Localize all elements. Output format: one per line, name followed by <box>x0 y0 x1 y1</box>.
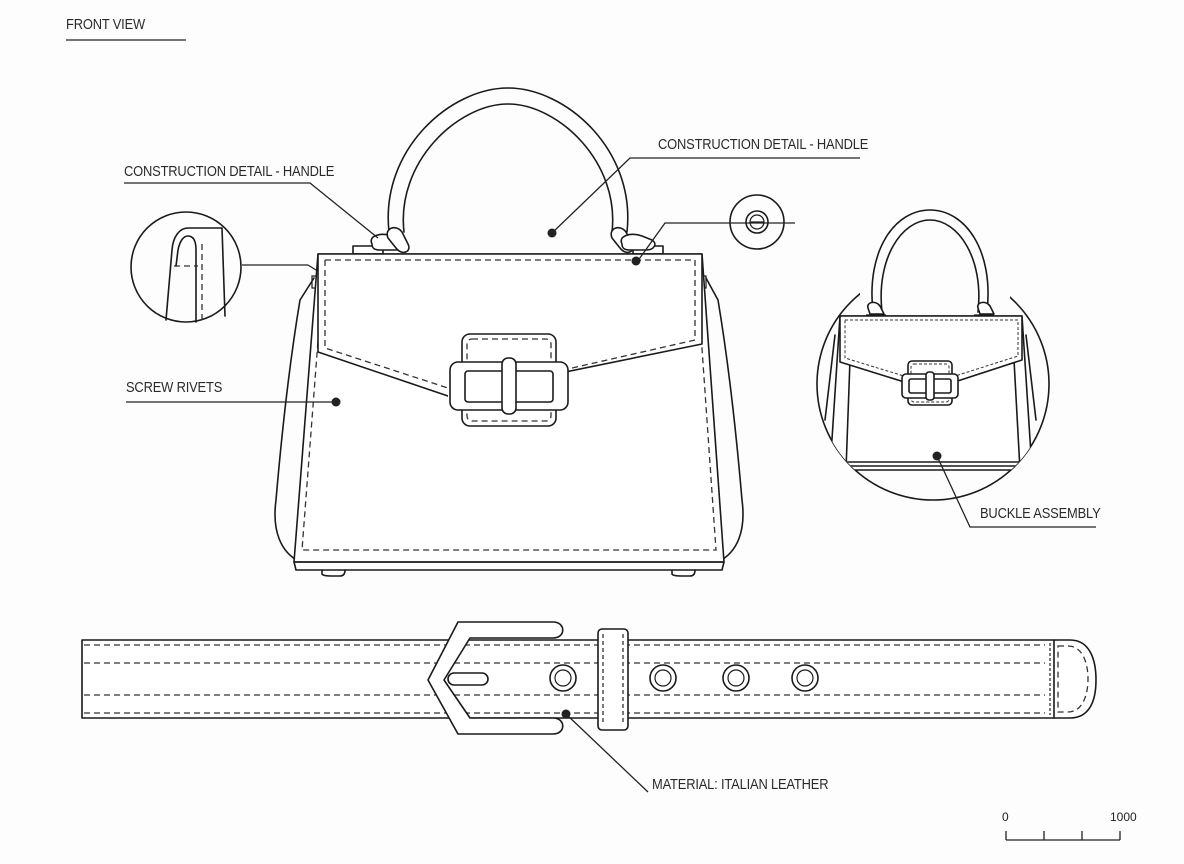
belt-keeper <box>597 628 629 731</box>
belt-strap <box>81 639 1097 719</box>
scale-bar <box>1005 831 1121 841</box>
leader-material <box>565 713 649 793</box>
view-title: FRONT VIEW <box>66 16 146 33</box>
scale-max-label: 1000 <box>1110 810 1137 824</box>
rivet-leader <box>636 222 795 263</box>
handle-loop-detail <box>130 211 317 323</box>
belt-buckle-prong <box>447 672 489 686</box>
belt-eyelet-1 <box>549 664 577 692</box>
belt-eyelet-2 <box>649 664 677 692</box>
belt-eyelet-3 <box>722 664 750 692</box>
flap-stitching <box>324 260 449 389</box>
mini-handle-inner <box>880 219 980 313</box>
callout-label-screw-rivets: SCREW RIVETS <box>126 379 223 396</box>
belt-eyelets <box>549 664 819 692</box>
detail-circle-rivet <box>729 194 785 250</box>
left-gusset <box>274 277 315 563</box>
handle-inner <box>402 103 614 233</box>
belt-tip-stitching <box>1057 645 1089 713</box>
belt-eyelet-4 <box>791 664 819 692</box>
leader-buckle-assembly <box>936 455 1096 528</box>
callout-label-handle-left: CONSTRUCTION DETAIL - HANDLE <box>124 163 335 180</box>
belt-buckle-frame <box>427 621 564 735</box>
callout-dot-screw-rivets <box>331 397 341 407</box>
mini-handle-outer <box>871 209 989 313</box>
handle-chain-right <box>610 226 656 254</box>
buckle-assembly-detail <box>816 200 1096 528</box>
right-gusset <box>705 277 744 563</box>
leader-handle-right <box>551 157 860 234</box>
foot-right <box>671 569 696 577</box>
mini-bag-flap <box>839 315 1023 391</box>
belt <box>81 621 1097 793</box>
buckle-bar <box>501 357 517 415</box>
foot-left <box>321 569 346 577</box>
callout-label-buckle-assembly: BUCKLE ASSEMBLY <box>980 505 1101 522</box>
rivet-outer <box>745 210 769 234</box>
scale-min-label: 0 <box>1002 810 1009 824</box>
callout-dot-handle <box>547 228 557 238</box>
rivet-detail <box>636 194 795 263</box>
callout-label-material: MATERIAL: ITALIAN LEATHER <box>652 776 829 793</box>
leader-handle-left <box>124 182 379 239</box>
handle-outer <box>387 87 629 233</box>
callout-leaders <box>124 157 860 407</box>
detail-circle-left <box>130 211 242 323</box>
bag-base <box>293 561 725 571</box>
callout-dot-rivet <box>631 256 641 266</box>
callout-label-handle-right: CONSTRUCTION DETAIL - HANDLE <box>658 136 869 153</box>
handbag-front-view <box>274 87 744 577</box>
handle-chain-left <box>370 226 410 254</box>
body-stitching <box>301 261 717 551</box>
